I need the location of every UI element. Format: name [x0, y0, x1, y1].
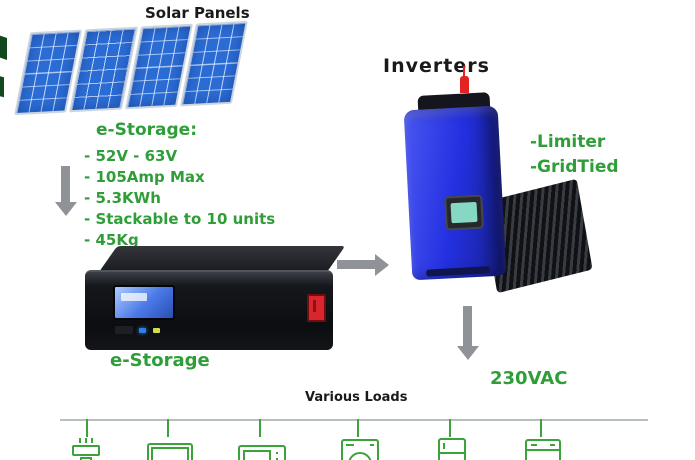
battery-front-face	[85, 270, 333, 350]
various-loads-label: Various Loads	[305, 390, 408, 405]
estorage-caption: e-Storage	[110, 350, 210, 371]
output-voltage-label: 230VAC	[490, 368, 568, 389]
inverter-lcd-display	[444, 194, 484, 231]
right-arrow-icon	[337, 260, 375, 269]
estorage-spec-item: - 52V - 63V	[84, 147, 178, 165]
solar-panel-image	[14, 20, 248, 116]
oven-icon	[524, 437, 562, 460]
edge-artifact	[0, 34, 7, 60]
bus-drop	[259, 419, 261, 437]
down-arrow-icon	[463, 306, 472, 346]
battery-power-switch	[307, 294, 326, 322]
estorage-spec-item: - 45Kg	[84, 231, 139, 249]
inverter-feature-item: -Limiter	[530, 132, 606, 152]
estorage-spec-list: - 52V - 63V - 105Amp Max - 5.3KWh - Stac…	[84, 146, 275, 251]
edge-artifact	[0, 74, 4, 98]
microwave-icon	[238, 437, 286, 460]
loads-bus-line	[60, 419, 648, 421]
bus-drop	[357, 419, 359, 437]
down-arrow-icon	[61, 166, 70, 202]
inverter-feature-list: -Limiter -GridTied	[530, 130, 619, 180]
inverter-image	[398, 66, 603, 294]
battery-led-icon	[139, 328, 146, 333]
bus-drop	[540, 419, 542, 437]
battery-lcd-display	[113, 285, 175, 320]
inverter-body	[403, 105, 507, 281]
battery-led-icon	[153, 328, 160, 333]
bus-drop	[86, 419, 88, 437]
bus-drop	[167, 419, 169, 437]
inverter-antenna-icon	[460, 66, 469, 93]
estorage-spec-item: - 105Amp Max	[84, 168, 205, 186]
estorage-heading: e-Storage:	[96, 120, 197, 140]
battery-top-face	[99, 246, 346, 272]
inverter-base	[425, 266, 491, 277]
inverter-feature-item: -GridTied	[530, 157, 619, 177]
estorage-battery-image	[85, 246, 346, 350]
inverters-label: Inverters	[383, 55, 490, 77]
fridge-icon	[436, 437, 468, 460]
estorage-spec-item: - Stackable to 10 units	[84, 210, 276, 228]
bus-drop	[449, 419, 451, 437]
washing-machine-icon	[340, 437, 380, 460]
battery-port	[115, 326, 133, 334]
estorage-spec-item: - 5.3KWh	[84, 189, 161, 207]
solar-panels-label: Solar Panels	[145, 4, 250, 22]
tv-icon	[146, 437, 194, 460]
coffee-maker-icon	[68, 437, 108, 460]
